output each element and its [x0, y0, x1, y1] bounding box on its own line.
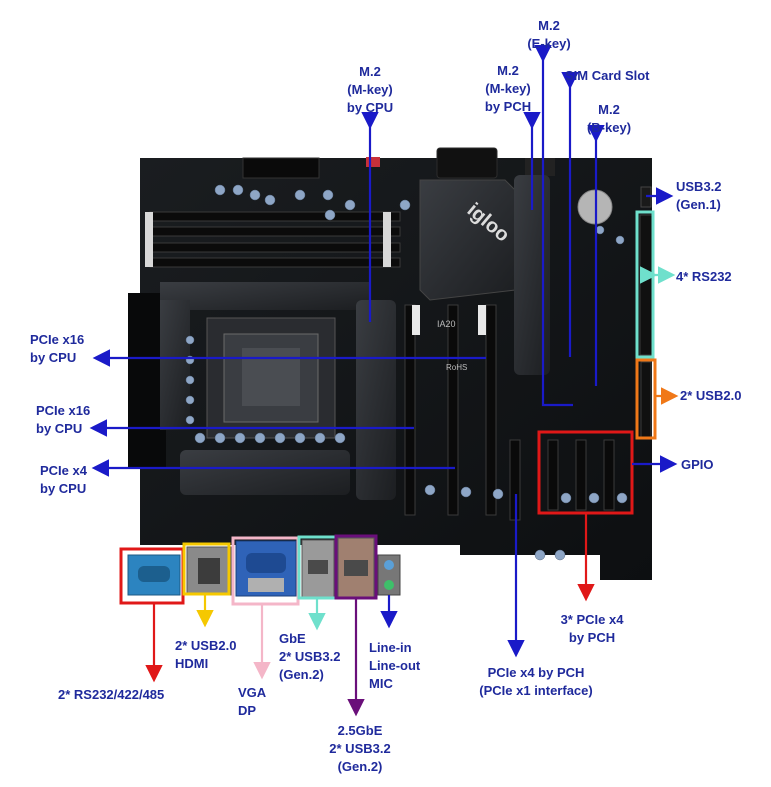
- label-line: M.2: [359, 64, 381, 79]
- bottom-heatsink: [180, 450, 350, 495]
- label-line: by CPU: [346, 100, 394, 115]
- label-line: PCIe x16: [36, 403, 91, 418]
- label-line: (B-key): [586, 120, 632, 135]
- label-usb20-right: 2* USB2.0: [680, 387, 741, 405]
- label-line: (Gen.2): [337, 759, 383, 774]
- label-gbe-usb: GbE 2* USB3.2 (Gen.2): [279, 630, 340, 684]
- label-line: 2* USB2.0: [680, 388, 742, 403]
- label-line: by CPU: [30, 350, 77, 365]
- label-pcie-x4-pch: PCIe x4 by PCH (PCIe x1 interface): [463, 664, 609, 700]
- arrow-m2-ekey: [534, 44, 573, 407]
- label-line: PCIe x4: [40, 463, 87, 478]
- usb-hdmi-box: [182, 542, 231, 596]
- label-line: SIM Card Slot: [565, 68, 650, 83]
- label-line: (E-key): [527, 36, 571, 51]
- label-line: GbE: [279, 631, 306, 646]
- slot-mark-rohs: RoHS: [446, 363, 467, 372]
- label-rs232-4: 4* RS232: [676, 268, 732, 286]
- label-m2-bkey: M.2 (B-key): [578, 101, 640, 137]
- label-pcie-x4-cpu: PCIe x4 by CPU: [40, 462, 87, 498]
- label-line: MIC: [369, 676, 393, 691]
- label-pcie-x16-a: PCIe x16 by CPU: [30, 331, 84, 367]
- fan-header: [366, 157, 380, 167]
- label-gpio: GPIO: [681, 456, 714, 474]
- label-sim: SIM Card Slot: [565, 67, 650, 85]
- label-m2-ekey: M.2 (E-key): [520, 17, 578, 53]
- label-line: PCIe x4 by PCH: [487, 665, 585, 680]
- label-line: 2* USB3.2: [279, 649, 341, 664]
- label-line: by CPU: [36, 421, 83, 436]
- label-line: (PCIe x1 interface): [479, 683, 593, 698]
- cpu-power: [436, 147, 498, 179]
- label-line: M.2: [598, 102, 620, 117]
- pcie-slots: [404, 304, 615, 521]
- label-line: M.2: [497, 63, 519, 78]
- label-line: 2.5GbE: [337, 723, 383, 738]
- label-line: USB3.2: [676, 179, 722, 194]
- label-line: (M-key): [485, 81, 531, 96]
- label-vga-dp: VGA DP: [238, 684, 266, 720]
- label-line: (M-key): [347, 82, 393, 97]
- m2-cpu-heatsink: [356, 300, 396, 500]
- label-line: Line-out: [369, 658, 421, 673]
- vrm-heatsink-top: [160, 282, 370, 310]
- label-line: 3* PCIe x4: [560, 612, 624, 627]
- label-line: by PCH: [484, 99, 532, 114]
- label-line: 2* USB3.2: [329, 741, 391, 756]
- label-m2-cpu: M.2 (M-key) by CPU: [338, 63, 402, 117]
- m2-ekey-slot: [525, 158, 555, 176]
- label-line: 2* USB2.0: [175, 638, 237, 653]
- label-usb32-gen1: USB3.2 (Gen.1): [676, 178, 722, 214]
- label-line: HDMI: [175, 656, 209, 671]
- usb20-header-right: [640, 361, 652, 438]
- label-line: Line-in: [369, 640, 412, 655]
- slot-mark-ia20: IA20: [437, 319, 456, 329]
- label-line: M.2: [538, 18, 560, 33]
- rs232-headers: [639, 214, 653, 356]
- label-line: PCIe x16: [30, 332, 85, 347]
- label-line: (Gen.2): [279, 667, 324, 682]
- rs232-right-box: [635, 210, 655, 359]
- label-line: (Gen.1): [676, 197, 721, 212]
- capacitors: [185, 184, 628, 561]
- callout-arrows: [89, 44, 679, 717]
- label-line: by CPU: [40, 481, 87, 496]
- label-pcie-x4-pch3: 3* PCIe x4 by PCH: [542, 611, 642, 647]
- dimm-slots: [145, 211, 401, 268]
- label-gbe25: 2.5GbE 2* USB3.2 (Gen.2): [324, 722, 396, 776]
- usb20-right-box: [635, 358, 657, 440]
- vrm-heatsink-left: [160, 300, 190, 430]
- label-line: by PCH: [568, 630, 616, 645]
- atx-24pin: [242, 157, 320, 179]
- label-line: 2* RS232/422/485: [58, 687, 165, 702]
- label-pcie-x16-b: PCIe x16 by CPU: [36, 402, 90, 438]
- label-line: VGA: [238, 685, 267, 700]
- label-line: DP: [238, 703, 257, 718]
- label-line: 4* RS232: [676, 269, 732, 284]
- m2-pch-heatsink: [514, 175, 550, 375]
- label-rs232-422-485: 2* RS232/422/485: [58, 686, 164, 704]
- label-m2-pch: M.2 (M-key) by PCH: [476, 62, 540, 116]
- label-line: GPIO: [681, 457, 714, 472]
- io-shroud: [128, 293, 166, 468]
